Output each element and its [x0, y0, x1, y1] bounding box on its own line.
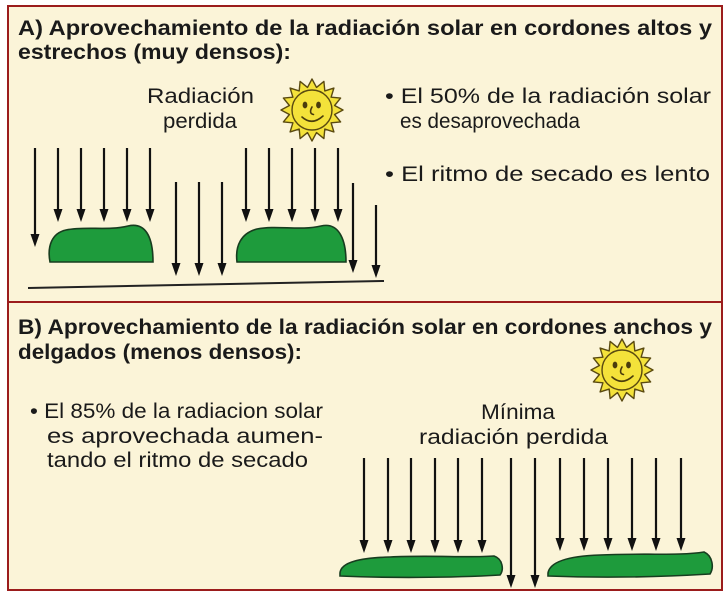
panel-b: B) Aprovechamiento de la radiación solar…: [18, 316, 714, 588]
arrow-head: [310, 209, 320, 222]
arrow-head: [241, 209, 251, 222]
panel-a-bullet-2-line-1: • El ritmo de secado es lento: [385, 163, 710, 186]
sun-icon: [590, 338, 654, 402]
radiation-arrow: [506, 458, 516, 588]
arrow-head: [348, 260, 358, 273]
panel-a-label-line-1: Radiación: [147, 85, 254, 108]
arrow-head: [477, 540, 487, 553]
panel-b-label-line-1: Mínima: [481, 401, 555, 424]
radiation-arrow: [430, 458, 440, 553]
radiation-arrow: [651, 458, 661, 551]
arrow-head: [76, 209, 86, 222]
panel-b-title-line-2: delgados (menos densos):: [18, 341, 302, 364]
arrow-head: [383, 540, 393, 553]
radiation-arrow: [676, 458, 686, 551]
arrow-head: [217, 263, 227, 276]
arrow-head: [627, 538, 637, 551]
radiation-arrow: [264, 148, 274, 222]
arrow-head: [287, 209, 297, 222]
panel-b-bullet-1-line-3: tando el ritmo de secado: [47, 449, 308, 472]
radiation-arrow: [383, 458, 393, 553]
arrow-head: [359, 540, 369, 553]
arrow-head: [264, 209, 274, 222]
arrow-head: [453, 540, 463, 553]
radiation-arrow: [287, 148, 297, 222]
arrow-head: [30, 234, 40, 247]
arrow-head: [122, 209, 132, 222]
radiation-arrow: [348, 183, 358, 273]
radiation-arrow: [579, 458, 589, 551]
radiation-arrow: [555, 458, 565, 551]
sun-icon: [280, 78, 344, 142]
radiation-arrow: [406, 458, 416, 553]
windrow-mound: [48, 224, 154, 263]
arrow-head: [145, 209, 155, 222]
arrow-head: [333, 209, 343, 222]
arrow-head: [603, 538, 613, 551]
windrow-mound: [235, 224, 347, 263]
panel-a: A) Aprovechamiento de la radiación solar…: [18, 17, 712, 289]
arrow-head: [555, 538, 565, 551]
arrow-head: [530, 575, 540, 588]
arrow-head: [651, 538, 661, 551]
radiation-arrow: [603, 458, 613, 551]
windrow-mound: [547, 551, 714, 578]
radiation-arrow: [76, 148, 86, 222]
radiation-arrow: [627, 458, 637, 551]
radiation-arrow: [194, 182, 204, 276]
panel-a-label-line-2: perdida: [163, 110, 237, 133]
arrow-head: [371, 265, 381, 278]
panel-a-title-line-1: A) Aprovechamiento de la radiación solar…: [18, 17, 712, 40]
radiation-arrow: [359, 458, 369, 553]
radiation-arrow: [453, 458, 463, 553]
arrow-head: [506, 575, 516, 588]
radiation-arrow: [171, 182, 181, 276]
radiation-arrow: [145, 148, 155, 222]
arrow-head: [171, 263, 181, 276]
arrow-head: [53, 209, 63, 222]
radiation-arrow: [333, 148, 343, 222]
radiation-arrow: [530, 458, 540, 588]
arrow-head: [430, 540, 440, 553]
radiation-arrow: [217, 182, 227, 276]
radiation-arrow: [477, 458, 487, 553]
panel-a-bullet-1-line-1: • El 50% de la radiación solar: [385, 85, 711, 108]
radiation-arrow: [310, 148, 320, 222]
panel-b-bullet-1-line-2: es aprovechada aumen-: [47, 425, 323, 448]
radiation-arrows-group-b: [359, 458, 686, 588]
panel-b-title-line-1: B) Aprovechamiento de la radiación solar…: [18, 316, 712, 339]
panel-a-bullet-1-line-2: es desaprovechada: [400, 110, 580, 133]
radiation-arrow: [122, 148, 132, 222]
radiation-arrow: [371, 205, 381, 278]
ground-line: [27, 280, 385, 289]
panel-b-bullet-1-line-1: • El 85% de la radiacion solar: [30, 400, 323, 423]
radiation-arrows-group-a: [30, 148, 381, 278]
arrow-head: [579, 538, 589, 551]
arrow-head: [99, 209, 109, 222]
panel-b-label-line-2: radiación perdida: [419, 426, 608, 449]
radiation-arrow: [241, 148, 251, 222]
radiation-arrow: [30, 148, 40, 247]
windrow-mound: [339, 555, 504, 579]
radiation-arrow: [99, 148, 109, 222]
panel-a-title-line-2: estrechos (muy densos):: [18, 41, 291, 64]
arrow-head: [194, 263, 204, 276]
arrow-head: [406, 540, 416, 553]
radiation-arrow: [53, 148, 63, 222]
arrow-head: [676, 538, 686, 551]
